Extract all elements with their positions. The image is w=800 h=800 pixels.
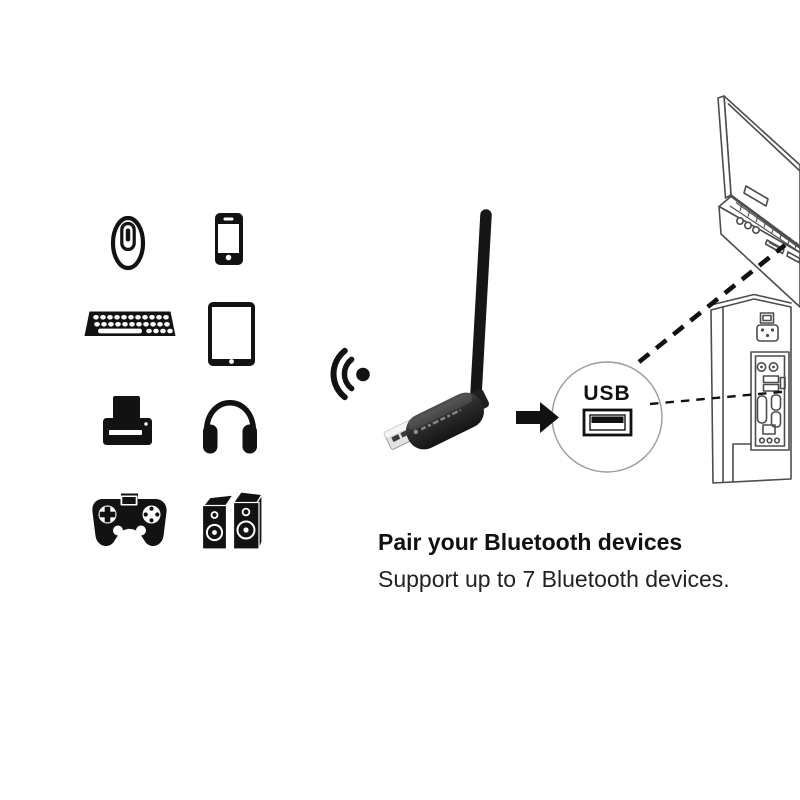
usb-port-icon <box>582 408 633 437</box>
dashed-connector-tower <box>649 390 787 406</box>
brand-logo-mark <box>413 429 419 435</box>
game-controller-icon <box>92 493 167 547</box>
keyboard-icon <box>84 311 176 336</box>
desktop-tower-illustration <box>710 293 792 484</box>
smartphone-icon <box>215 213 243 265</box>
adapter-body <box>405 392 485 450</box>
arrow-icon <box>516 402 559 433</box>
wireless-signal-icon <box>330 347 370 401</box>
usb-bluetooth-adapter <box>383 209 492 450</box>
mouse-icon <box>110 215 146 271</box>
usb-port-label: USB <box>583 382 631 405</box>
dashed-connector-laptop <box>637 243 787 364</box>
brand-logo-text-marking <box>420 408 462 431</box>
laptop-illustration <box>717 95 800 308</box>
headphones-icon <box>203 400 257 454</box>
tablet-icon <box>208 302 255 366</box>
printer-icon <box>103 396 152 445</box>
speakers-icon <box>201 491 263 550</box>
adapter-antenna <box>470 209 492 400</box>
caption-subheading: Support up to 7 Bluetooth devices. <box>378 566 730 592</box>
device-icons-grid <box>84 213 263 550</box>
caption-heading: Pair your Bluetooth devices <box>378 529 683 555</box>
